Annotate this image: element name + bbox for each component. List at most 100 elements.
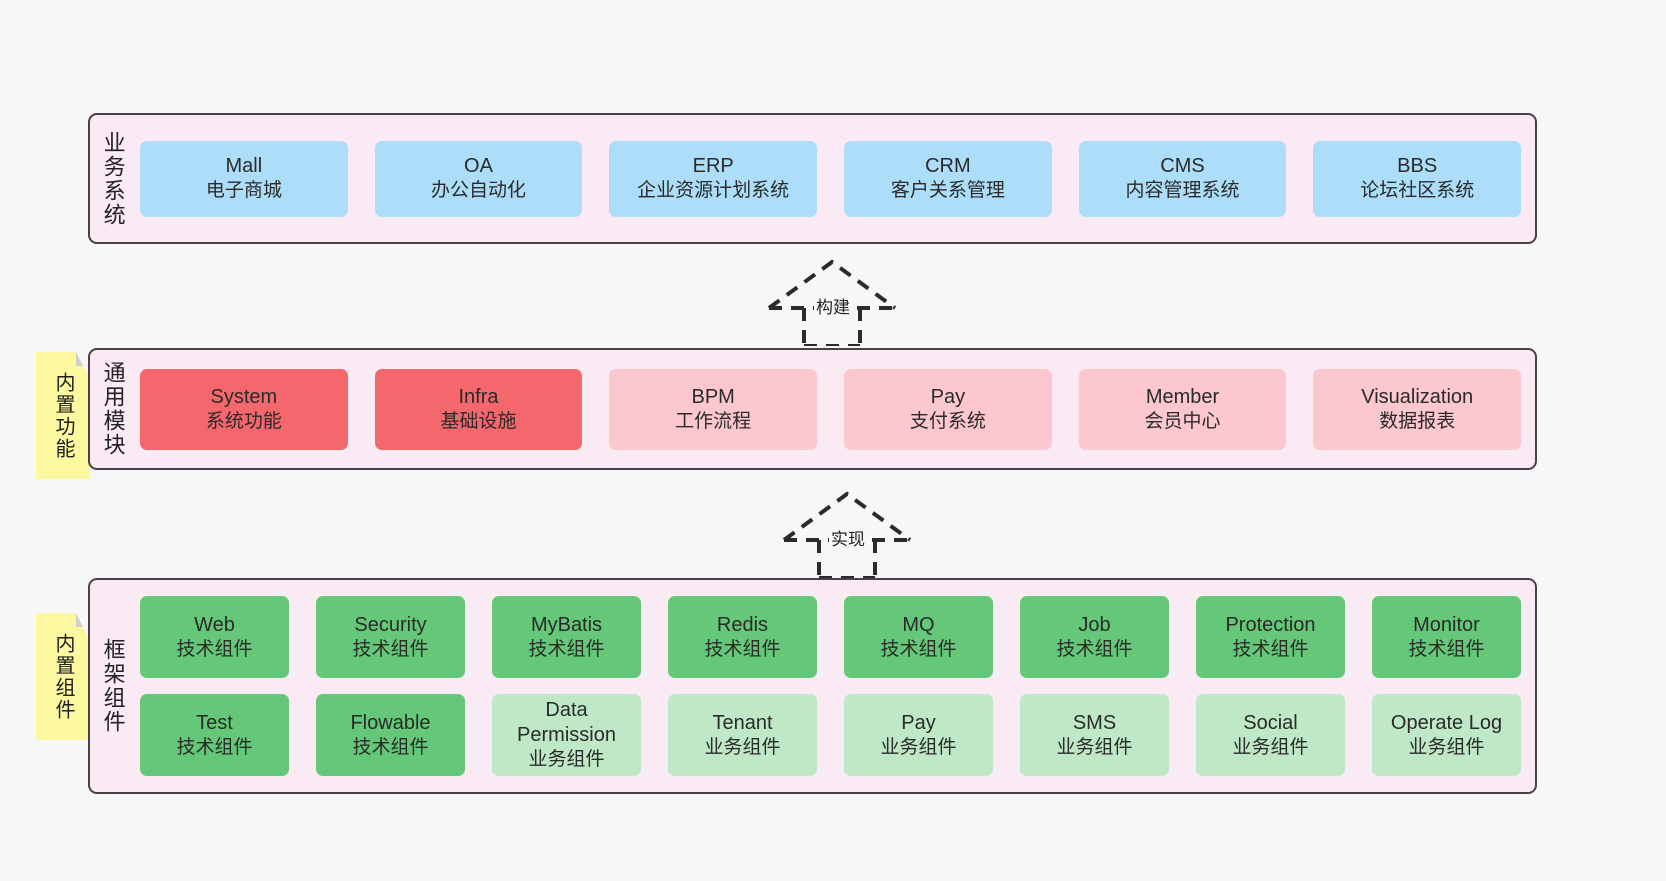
band-label-framework-components: 框架组件 — [100, 638, 126, 734]
box-web-desc: 技术组件 — [176, 638, 253, 660]
box-member[interactable]: Member 会员中心 — [1078, 368, 1287, 450]
band-label-business-systems: 业务系统 — [100, 130, 126, 227]
box-test[interactable]: Test 技术组件 — [140, 694, 289, 776]
box-bbs[interactable]: BBS 论坛社区系统 — [1313, 140, 1522, 217]
box-cms-desc: 内容管理系统 — [1125, 180, 1240, 202]
box-operate-log-desc: 业务组件 — [1408, 736, 1485, 758]
box-operate-log[interactable]: Operate Log 业务组件 — [1372, 694, 1521, 776]
box-protection[interactable]: Protection 技术组件 — [1196, 596, 1345, 678]
box-erp-desc: 企业资源计划系统 — [637, 180, 790, 202]
box-oa-desc: 办公自动化 — [431, 180, 527, 202]
box-erp[interactable]: ERP 企业资源计划系统 — [609, 140, 818, 217]
note-builtin-components: 内置组件 — [36, 613, 90, 740]
box-test-desc: 技术组件 — [176, 736, 253, 758]
box-social-desc: 业务组件 — [1232, 736, 1309, 758]
box-security-name: Security — [354, 613, 427, 636]
box-mybatis[interactable]: MyBatis 技术组件 — [492, 596, 641, 678]
box-test-name: Test — [196, 711, 233, 734]
box-redis-desc: 技术组件 — [704, 638, 781, 660]
box-redis[interactable]: Redis 技术组件 — [668, 596, 817, 678]
box-infra-name: Infra — [458, 385, 499, 408]
box-system-name: System — [210, 385, 278, 408]
band-label-common-modules: 通用模块 — [100, 361, 126, 457]
box-erp-name: ERP — [692, 155, 734, 178]
box-web-name: Web — [194, 613, 235, 636]
box-mybatis-desc: 技术组件 — [528, 638, 605, 660]
box-tenant-name: Tenant — [712, 711, 773, 734]
box-pay-module-name: Pay — [930, 385, 966, 408]
box-bbs-name: BBS — [1397, 155, 1438, 178]
band-body-common-modules: System 系统功能 Infra 基础设施 BPM 工作流程 Pay 支付系统… — [136, 350, 1535, 468]
note-builtin-functions-label: 内置功能 — [52, 371, 74, 460]
band-common-modules: 通用模块 System 系统功能 Infra 基础设施 BPM 工作流程 Pay… — [88, 348, 1537, 470]
box-member-name: Member — [1145, 385, 1220, 408]
box-mq-desc: 技术组件 — [880, 638, 957, 660]
box-social[interactable]: Social 业务组件 — [1196, 694, 1345, 776]
box-monitor[interactable]: Monitor 技术组件 — [1372, 596, 1521, 678]
box-web[interactable]: Web 技术组件 — [140, 596, 289, 678]
box-data-permission-name: Data Permission — [517, 699, 616, 747]
box-job[interactable]: Job 技术组件 — [1020, 596, 1169, 678]
band-business-systems: 业务系统 Mall 电子商城 OA 办公自动化 ERP 企业资源计划系统 CRM… — [88, 113, 1537, 244]
band-framework-components: 框架组件 Web 技术组件 Security 技术组件 MyBatis 技术组件… — [88, 578, 1537, 794]
row-business-components: Test 技术组件 Flowable 技术组件 Data Permission … — [140, 694, 1521, 776]
box-crm-name: CRM — [925, 155, 971, 178]
box-job-desc: 技术组件 — [1056, 638, 1133, 660]
box-pay-component[interactable]: Pay 业务组件 — [844, 694, 993, 776]
box-protection-desc: 技术组件 — [1232, 638, 1309, 660]
box-visualization[interactable]: Visualization 数据报表 — [1313, 368, 1522, 450]
arrow-implement-label: 实现 — [829, 525, 867, 550]
box-tenant[interactable]: Tenant 业务组件 — [668, 694, 817, 776]
box-bpm[interactable]: BPM 工作流程 — [609, 368, 818, 450]
box-visualization-name: Visualization — [1361, 385, 1474, 408]
row-common-modules: System 系统功能 Infra 基础设施 BPM 工作流程 Pay 支付系统… — [140, 368, 1522, 450]
box-monitor-desc: 技术组件 — [1408, 638, 1485, 660]
box-security-desc: 技术组件 — [352, 638, 429, 660]
row-technical-components: Web 技术组件 Security 技术组件 MyBatis 技术组件 Redi… — [140, 596, 1521, 678]
box-oa[interactable]: OA 办公自动化 — [374, 140, 583, 217]
box-bpm-desc: 工作流程 — [675, 410, 752, 432]
arrow-build-label: 构建 — [814, 293, 852, 318]
box-system[interactable]: System 系统功能 — [140, 368, 348, 450]
box-bbs-desc: 论坛社区系统 — [1360, 180, 1475, 202]
box-mybatis-name: MyBatis — [530, 613, 603, 636]
band-body-framework-components: Web 技术组件 Security 技术组件 MyBatis 技术组件 Redi… — [136, 580, 1535, 792]
box-oa-name: OA — [464, 155, 493, 178]
box-flowable-desc: 技术组件 — [352, 736, 429, 758]
box-pay-module[interactable]: Pay 支付系统 — [844, 368, 1052, 450]
box-redis-name: Redis — [716, 613, 769, 636]
band-body-business-systems: Mall 电子商城 OA 办公自动化 ERP 企业资源计划系统 CRM 客户关系… — [136, 115, 1535, 242]
box-visualization-desc: 数据报表 — [1379, 410, 1456, 432]
box-protection-name: Protection — [1225, 613, 1316, 636]
box-system-desc: 系统功能 — [205, 410, 282, 432]
box-cms[interactable]: CMS 内容管理系统 — [1078, 140, 1287, 217]
box-member-desc: 会员中心 — [1144, 410, 1221, 432]
box-monitor-name: Monitor — [1413, 613, 1480, 636]
box-social-name: Social — [1243, 711, 1298, 734]
box-operate-log-name: Operate Log — [1390, 711, 1503, 734]
box-mall-desc: 电子商城 — [205, 180, 282, 202]
box-flowable-name: Flowable — [350, 711, 431, 734]
box-crm[interactable]: CRM 客户关系管理 — [844, 140, 1052, 217]
box-mall[interactable]: Mall 电子商城 — [140, 140, 348, 217]
box-data-permission[interactable]: Data Permission 业务组件 — [492, 694, 641, 776]
arrow-implement: 实现 — [772, 488, 922, 580]
box-data-permission-desc: 业务组件 — [528, 749, 605, 771]
box-sms-name: SMS — [1072, 711, 1117, 734]
box-mq[interactable]: MQ 技术组件 — [844, 596, 993, 678]
box-cms-name: CMS — [1160, 155, 1205, 178]
note-builtin-functions: 内置功能 — [36, 352, 90, 479]
arrow-build: 构建 — [757, 256, 907, 348]
box-mq-name: MQ — [902, 613, 935, 636]
box-pay-module-desc: 支付系统 — [909, 410, 986, 432]
box-infra-desc: 基础设施 — [440, 410, 517, 432]
box-flowable[interactable]: Flowable 技术组件 — [316, 694, 465, 776]
box-bpm-name: BPM — [691, 385, 735, 408]
box-infra[interactable]: Infra 基础设施 — [374, 368, 583, 450]
box-security[interactable]: Security 技术组件 — [316, 596, 465, 678]
row-business-systems: Mall 电子商城 OA 办公自动化 ERP 企业资源计划系统 CRM 客户关系… — [140, 140, 1522, 217]
box-job-name: Job — [1078, 613, 1111, 636]
box-mall-name: Mall — [225, 155, 263, 178]
box-sms[interactable]: SMS 业务组件 — [1020, 694, 1169, 776]
